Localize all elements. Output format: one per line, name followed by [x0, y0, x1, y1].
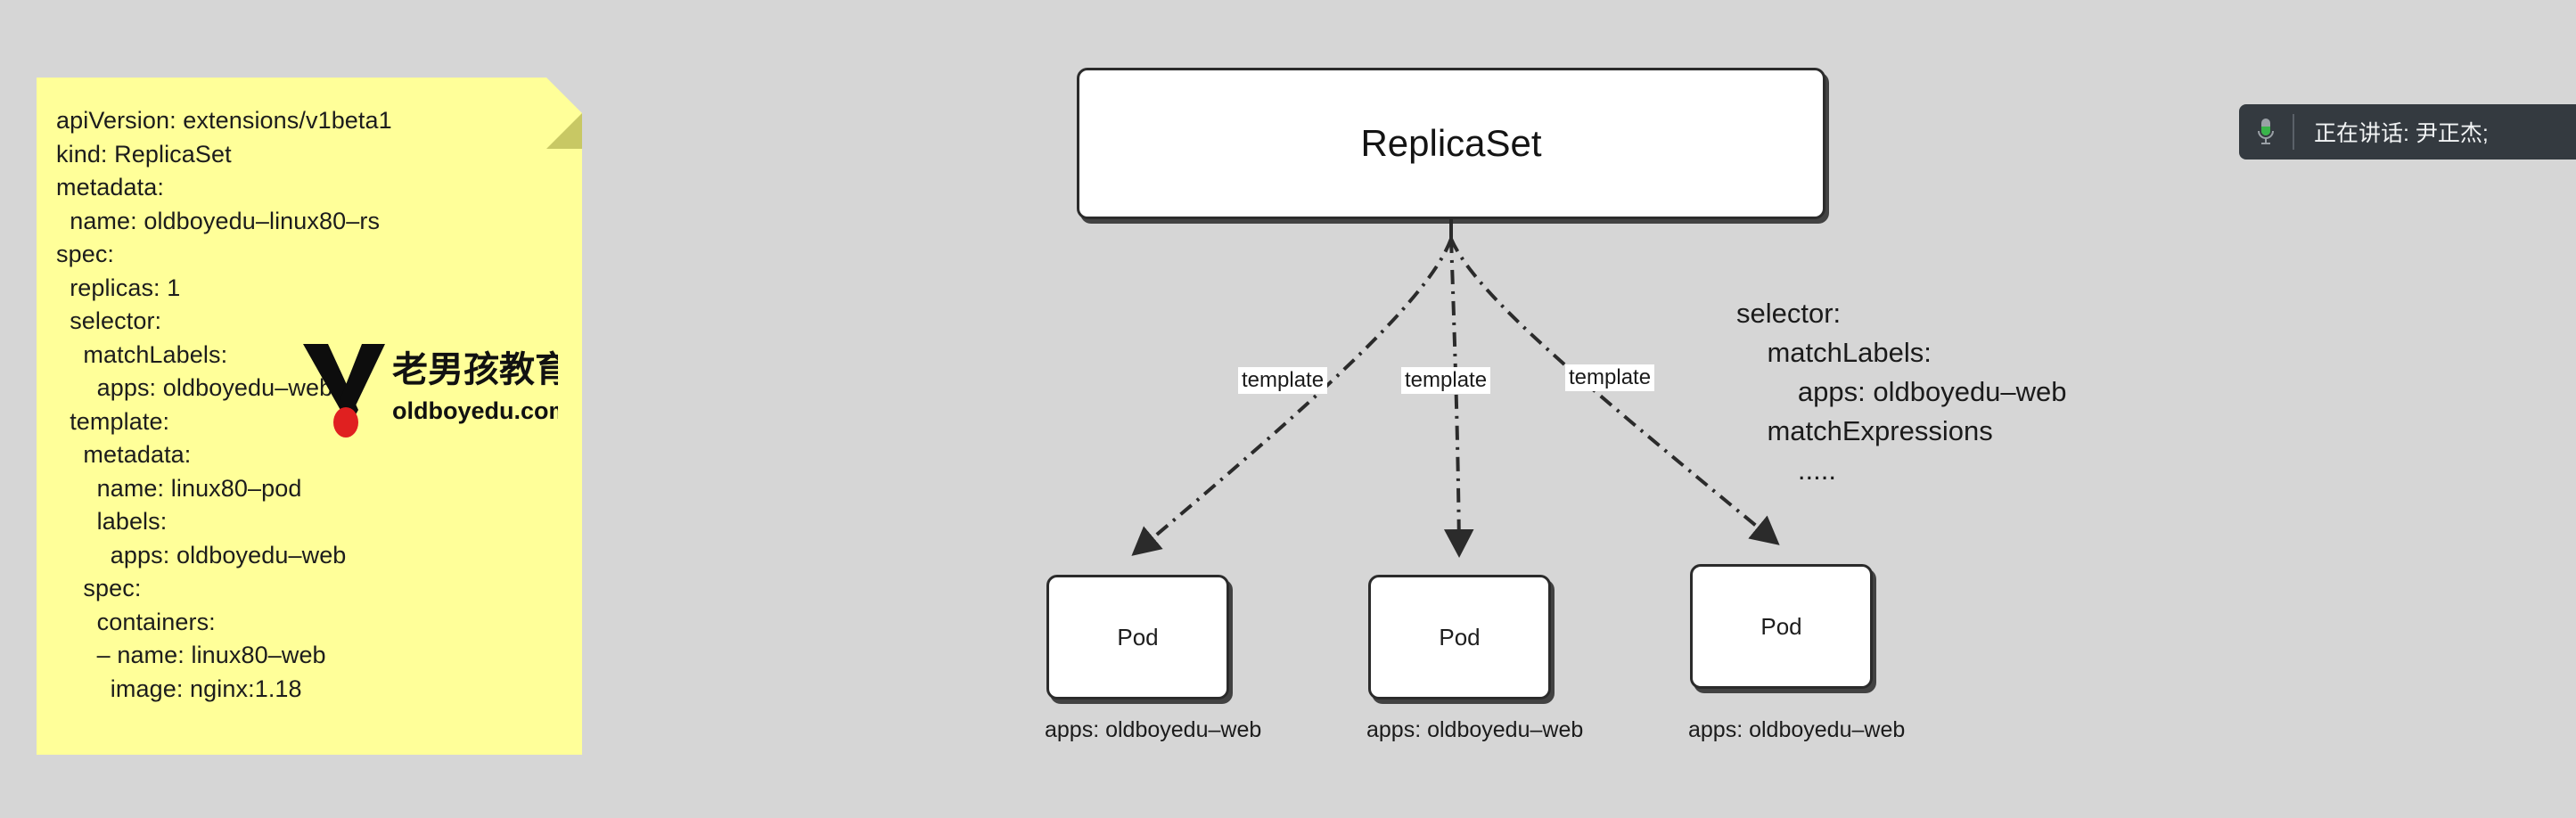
speaking-now-text: 正在讲话: 尹正杰; [2314, 121, 2489, 146]
pod-node[interactable]: Pod [1368, 575, 1551, 699]
yaml-line: matchLabels: [56, 340, 228, 368]
connector-to-pod-1 [1131, 238, 1453, 556]
speaking-now-banner: 正在讲话: 尹正杰; [2239, 104, 2576, 160]
yaml-line: spec: [56, 575, 142, 601]
yaml-sticky-note: apiVersion: extensions/v1beta1 kind: Rep… [37, 78, 582, 755]
banner-divider [2293, 114, 2294, 150]
pod-node-label: Pod [1117, 623, 1159, 650]
selector-annotation-line: ..... [1736, 454, 1836, 486]
selector-annotation-line: matchLabels: [1736, 337, 1932, 368]
yaml-line: metadata: [56, 174, 164, 200]
yaml-line: labels: [56, 508, 168, 535]
connector-to-pod-2 [1443, 238, 1474, 558]
pod-label-caption: apps: oldboyedu–web [1688, 717, 1906, 742]
yaml-line: spec: [56, 241, 115, 267]
pod-label-caption: apps: oldboyedu–web [1045, 717, 1262, 742]
yaml-line: apps: oldboyedu–web [56, 541, 347, 569]
microphone-icon [2258, 119, 2274, 144]
yaml-line: apps: oldboyedu–web [56, 374, 333, 401]
yaml-line: apiVersion: extensions/v1beta1 [56, 107, 392, 134]
selector-annotation-line: selector: [1736, 298, 1842, 329]
pod-node-label: Pod [1760, 612, 1802, 640]
replicaset-node[interactable]: ReplicaSet [1077, 68, 1825, 219]
yaml-line: – name: linux80–web [56, 642, 326, 668]
note-fold-corner [546, 78, 582, 149]
selector-annotation-line: matchExpressions [1736, 415, 1993, 446]
yaml-line: name: linux80–pod [56, 474, 302, 502]
yaml-line: metadata: [56, 441, 192, 468]
note-fold-inner [546, 113, 582, 149]
replicaset-node-label: ReplicaSet [1360, 122, 1542, 164]
yaml-line: replicas: 1 [56, 274, 181, 301]
yaml-line: kind: ReplicaSet [56, 140, 232, 168]
yaml-line: name: oldboyedu–linux80–rs [56, 207, 381, 234]
pod-node[interactable]: Pod [1690, 564, 1873, 689]
yaml-line: selector: [56, 307, 162, 334]
yaml-line: image: nginx:1.18 [56, 675, 302, 702]
yaml-line: containers: [56, 608, 216, 635]
edge-label-template-1: template [1238, 367, 1328, 395]
yaml-line: template: [56, 407, 170, 435]
pod-node[interactable]: Pod [1046, 575, 1229, 699]
edge-label-template-3: template [1565, 364, 1655, 392]
selector-annotation-line: apps: oldboyedu–web [1736, 376, 2067, 407]
edge-label-template-2: template [1401, 367, 1491, 395]
selector-annotation: selector: matchLabels: apps: oldboyedu–w… [1736, 294, 2067, 490]
pod-label-caption: apps: oldboyedu–web [1366, 717, 1584, 742]
pod-node-label: Pod [1439, 623, 1481, 650]
